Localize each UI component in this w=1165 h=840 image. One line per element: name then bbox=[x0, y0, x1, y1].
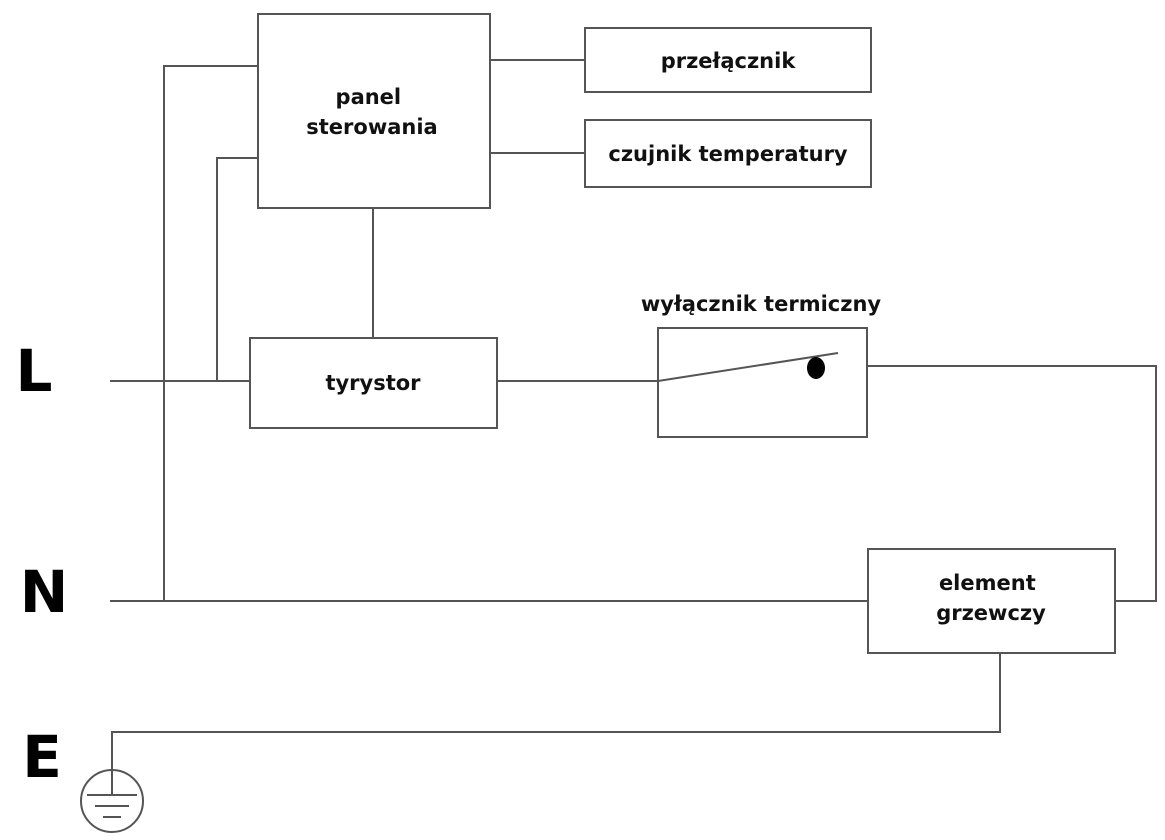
heating-element-label: element grzewczy bbox=[936, 571, 1046, 625]
temperature-sensor-label: czujnik temperatury bbox=[608, 142, 848, 166]
switch-label: przełącznik bbox=[661, 49, 797, 73]
control-panel-block: panel sterowania bbox=[257, 13, 491, 209]
switch-block: przełącznik bbox=[584, 27, 872, 93]
control-panel-label: panel sterowania bbox=[306, 85, 437, 139]
wire-l-to-panel bbox=[216, 157, 258, 381]
terminal-l-label: L bbox=[16, 337, 53, 405]
wires bbox=[110, 59, 1157, 770]
heating-element-block: element grzewczy bbox=[867, 548, 1116, 654]
wire-heater-to-earth bbox=[111, 653, 1001, 770]
thyristor-label: tyrystor bbox=[325, 371, 421, 395]
thyristor-block: tyrystor bbox=[249, 337, 498, 429]
switch-contact-icon bbox=[807, 357, 825, 379]
temperature-sensor-block: czujnik temperatury bbox=[584, 119, 872, 188]
ground-icon bbox=[80, 769, 144, 833]
terminal-n-label: N bbox=[20, 558, 69, 626]
thermal-cutout-label: wyłącznik termiczny bbox=[641, 292, 881, 316]
wire-n-to-panel bbox=[163, 65, 258, 601]
wire-cutout-to-heater bbox=[828, 365, 1157, 602]
thermal-cutout-block: wyłącznik termiczny bbox=[641, 292, 881, 438]
switch-blade bbox=[657, 352, 839, 382]
terminal-e-label: E bbox=[22, 723, 62, 791]
